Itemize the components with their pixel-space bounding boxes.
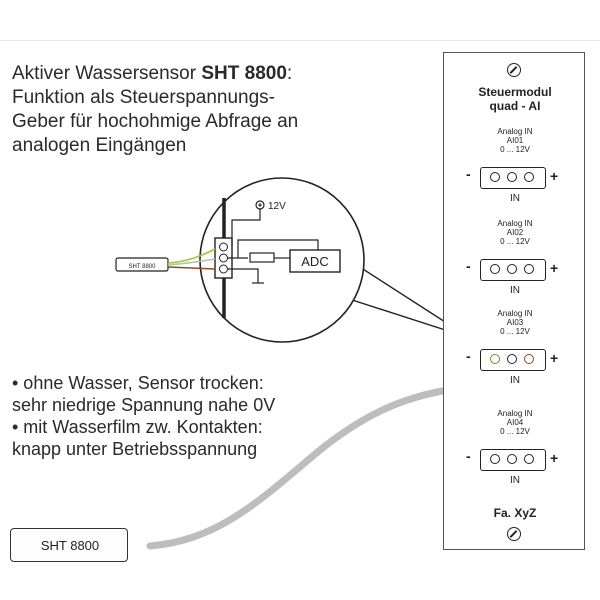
heading-line-3: Geber für hochohmige Abfrage an <box>12 111 299 132</box>
water-sensor-device: SHT 8800 <box>10 528 128 562</box>
top-screw-icon <box>507 63 521 77</box>
ch1-plus: + <box>550 168 559 184</box>
top-divider <box>0 40 600 41</box>
inset-circle <box>199 177 365 343</box>
ch4-plus: + <box>550 450 559 466</box>
control-module-panel: Steuermodul quad - AI Analog IN AI01 0 .… <box>443 52 585 550</box>
mini-sensor-label: SHT 8800 <box>129 264 157 270</box>
ch2-range: 0 ... 12V <box>500 237 530 246</box>
ch3-type: Analog IN <box>497 309 533 318</box>
ch4-port: IN <box>510 475 520 486</box>
ch4-terminal[interactable] <box>480 449 546 471</box>
manufacturer-label: Fa. XyZ <box>493 506 537 520</box>
ch1-port: IN <box>510 193 520 204</box>
supply-label: 12V <box>268 201 286 212</box>
ch1-minus: - <box>466 166 471 182</box>
ch2-terminal[interactable] <box>480 259 546 281</box>
bullet-notes: • ohne Wasser, Sensor trocken: sehr nied… <box>12 372 275 460</box>
ch2-id: AI02 <box>506 228 524 237</box>
ch1-type: Analog IN <box>497 127 533 136</box>
bullet-line-1: • ohne Wasser, Sensor trocken: <box>12 373 264 393</box>
heading-line-4: analogen Eingängen <box>12 135 187 156</box>
ch4-type: Analog IN <box>497 409 533 418</box>
sensor-label: SHT 8800 <box>40 538 100 553</box>
bullet-line-4: knapp unter Betriebsspannung <box>12 439 258 459</box>
bottom-screw-icon <box>507 527 521 541</box>
module-title-line-1: Steuermodul <box>478 85 552 99</box>
module-title-line-2: quad - AI <box>489 99 541 113</box>
wire-supply <box>231 209 261 247</box>
ch4-minus: - <box>466 448 471 464</box>
bullet-line-3: • mit Wasserfilm zw. Kontakten: <box>12 417 263 437</box>
sensor-model-bold: SHT 8800 <box>201 63 287 84</box>
heading: Aktiver Wassersensor SHT 8800: Funktion … <box>12 62 432 158</box>
ch1-terminal[interactable] <box>480 167 546 189</box>
ch3-terminal[interactable] <box>480 349 546 371</box>
ch1-id: AI01 <box>506 136 524 145</box>
sensor-cable <box>146 384 464 550</box>
ch4-id: AI04 <box>506 418 524 427</box>
ch4-range: 0 ... 12V <box>500 427 530 436</box>
heading-line-1: Aktiver Wassersensor SHT 8800: <box>12 63 293 84</box>
resistor <box>249 252 275 263</box>
ch3-plus: + <box>550 350 559 366</box>
ch3-minus: - <box>466 348 471 364</box>
ch3-id: AI03 <box>506 318 524 327</box>
ch2-type: Analog IN <box>497 219 533 228</box>
ch2-port: IN <box>510 285 520 296</box>
ch1-range: 0 ... 12V <box>500 145 530 154</box>
heading-line-2: Funktion als Steuerspannungs- <box>12 87 275 108</box>
bullet-line-2: sehr niedrige Spannung nahe 0V <box>12 395 276 415</box>
ch3-range: 0 ... 12V <box>500 327 530 336</box>
adc-label: ADC <box>301 254 328 269</box>
adc-box <box>289 249 341 273</box>
ch2-plus: + <box>550 260 559 276</box>
ch2-minus: - <box>466 258 471 274</box>
ch3-port: IN <box>510 375 520 386</box>
